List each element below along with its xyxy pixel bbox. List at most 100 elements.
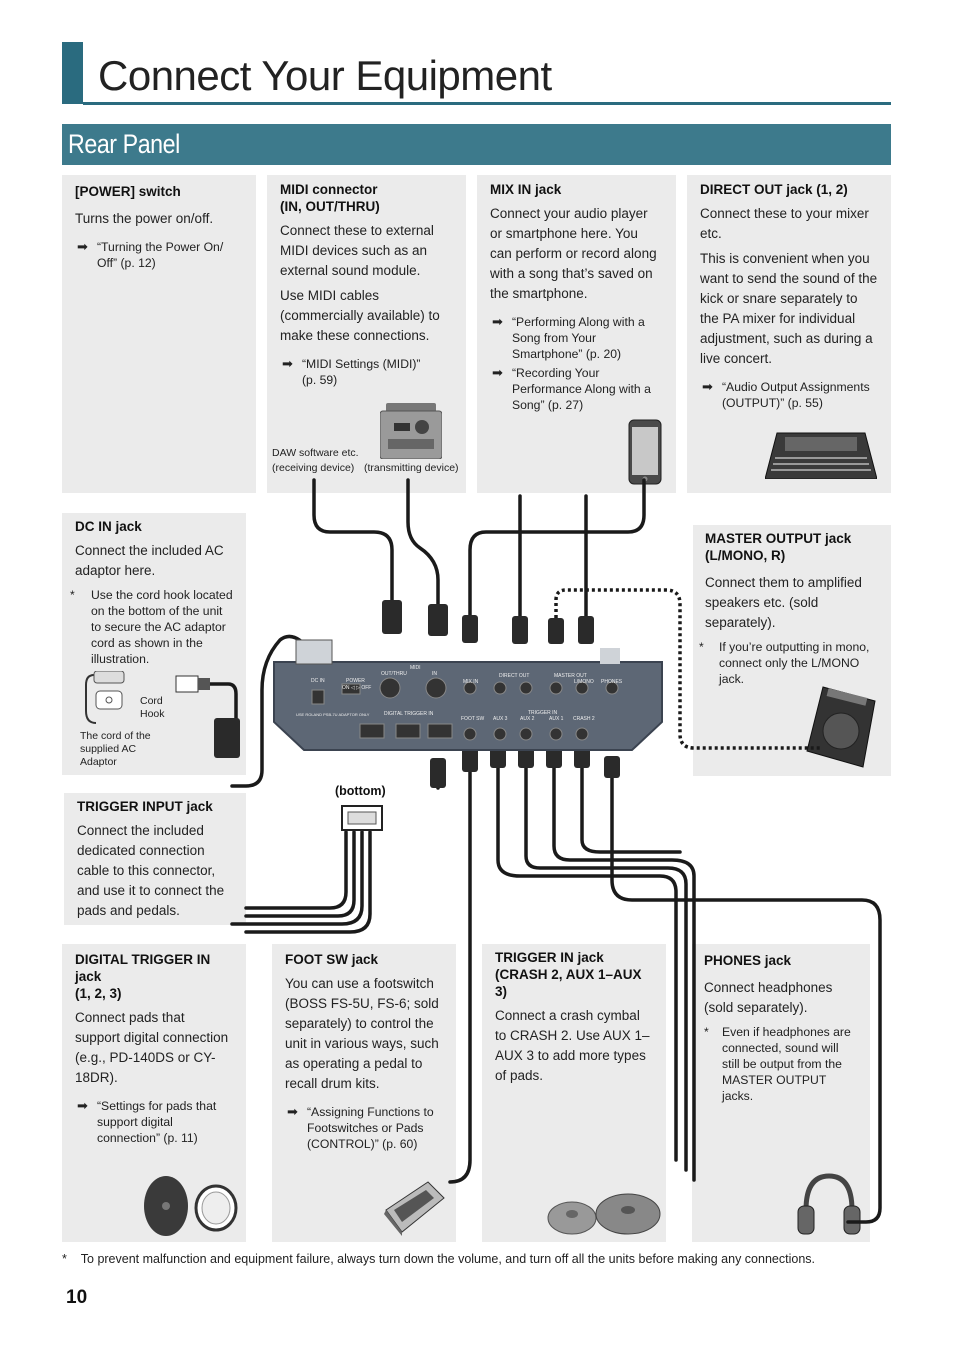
dcin-text: Connect the included AC adaptor here. [75, 543, 224, 578]
trigger-input-box: TRIGGER INPUT jack Connect the included … [64, 793, 246, 925]
mix-in-box: MIX IN jack Connect your audio player or… [477, 175, 676, 493]
footer-note: * To prevent malfunction and equipment f… [62, 1252, 815, 1266]
digital-pads-illustration [144, 1176, 238, 1236]
trigin-text: Connect a crash cymbal to CRASH 2. Use A… [495, 1008, 650, 1083]
foot-sw-box: FOOT SW jack You can use a footswitch (B… [272, 944, 456, 1242]
panel-label-phones: PHONES [601, 679, 623, 685]
midi-heading-sub: (IN, OUT/THRU) [280, 199, 380, 214]
mixin-text: Connect your audio player or smartphone … [490, 206, 657, 301]
direct-ref: ➡“Audio Output Assignments (OUTPUT)” (p.… [702, 379, 870, 410]
phones-heading: PHONES jack [704, 953, 792, 968]
arrow-icon: ➡ [77, 1098, 88, 1113]
master-note: *If you’re outputting in mono, connect o… [699, 640, 870, 686]
phones-text: Connect headphones (sold separately). [704, 980, 833, 1015]
dc-in-box: DC IN jack Connect the included AC adapt… [62, 513, 246, 775]
cord-hook-illustration [85, 671, 125, 724]
cymbal-pads-illustration [547, 1193, 661, 1235]
power-ref: ➡“Turning the Power On/ Off” (p. 12) [77, 239, 224, 270]
panel-label-adaptor: USE ROLAND PSB-7U ADAPTOR ONLY [296, 712, 370, 717]
section-band [62, 124, 891, 165]
midi-text-1: Connect these to external MIDI devices s… [280, 223, 434, 278]
power-text: Turns the power on/off. [75, 211, 214, 226]
page-number: 10 [66, 1287, 88, 1308]
direct-heading: DIRECT OUT jack (1, 2) [700, 182, 848, 197]
amp-speaker-illustration [806, 686, 876, 768]
panel-label-aux2: AUX 2 [520, 716, 535, 722]
panel-label-midi: MIDI [410, 665, 421, 671]
midi-box: MIDI connector (IN, OUT/THRU) Connect th… [267, 175, 466, 493]
trigin-heading-sub: (CRASH 2, AUX 1–AUX 3) [495, 967, 642, 999]
panel-label-outthru: OUT/THRU [381, 671, 407, 677]
panel-label-lmono: L/MONO [574, 679, 594, 685]
digital-trigger-box: DIGITAL TRIGGER IN jack (1, 2, 3) Connec… [62, 944, 246, 1242]
sound-module-illustration [380, 403, 442, 459]
direct-text-1: Connect these to your mixer etc. [700, 206, 869, 241]
headphones-illustration [797, 1173, 861, 1235]
footswitch-illustration [384, 1181, 445, 1236]
mixin-ref-2: ➡“Recording Your Performance Along with … [492, 365, 651, 412]
phones-box: PHONES jack Connect headphones (sold sep… [692, 944, 870, 1242]
panel-label-in: IN [432, 671, 437, 677]
panel-label-footsw: FOOT SW [461, 716, 485, 722]
arrow-icon: ➡ [287, 1104, 298, 1119]
transmit-label: (transmitting device) [364, 462, 459, 474]
panel-label-master: MASTER OUT [554, 673, 587, 679]
footsw-heading: FOOT SW jack [285, 952, 379, 967]
midi-text-2: Use MIDI cables (commercially available)… [280, 288, 440, 343]
page-title: Connect Your Equipment [98, 52, 552, 99]
dcin-heading: DC IN jack [75, 519, 142, 534]
mixin-heading: MIX IN jack [490, 182, 562, 197]
digital-text: Connect pads that support digital connec… [75, 1010, 229, 1085]
power-switch-box: [POWER] switch Turns the power on/off. ➡… [62, 175, 256, 493]
direct-text-2: This is convenient when you want to send… [700, 251, 878, 366]
section-title: Rear Panel [68, 129, 180, 159]
daw-label-sub: (receiving device) [272, 462, 355, 474]
panel-label-trigger: TRIGGER IN [528, 710, 558, 716]
arrow-icon: ➡ [492, 365, 503, 380]
title-accent-bar [62, 42, 83, 104]
arrow-icon: ➡ [492, 314, 503, 329]
panel-label-power: POWER [346, 678, 365, 684]
arrow-icon: ➡ [702, 379, 713, 394]
digital-ref: ➡“Settings for pads that support digital… [77, 1098, 217, 1145]
digital-heading-sub: (1, 2, 3) [75, 986, 122, 1001]
footsw-text: You can use a footswitch (BOSS FS-5U, FS… [285, 976, 439, 1091]
cord-hook-label-sub: Hook [140, 708, 165, 720]
trigger-in-box: TRIGGER IN jack (CRASH 2, AUX 1–AUX 3) C… [482, 944, 666, 1242]
master-heading-sub: (L/MONO, R) [705, 548, 786, 563]
cord-hook-label: Cord [140, 695, 163, 707]
master-text: Connect them to amplified speakers etc. … [705, 575, 862, 630]
panel-label-direct: DIRECT OUT [499, 673, 530, 679]
digital-heading: DIGITAL TRIGGER IN jack [75, 952, 211, 984]
master-heading: MASTER OUTPUT jack [705, 531, 852, 546]
adaptor-cord-label-3: Adaptor [80, 756, 117, 768]
adaptor-cord-label-2: supplied AC [80, 743, 137, 755]
midi-heading: MIDI connector [280, 182, 378, 197]
bottom-label: (bottom) [335, 784, 386, 798]
adaptor-cord-label: The cord of the [80, 730, 151, 742]
panel-label-mixin: MIX IN [463, 679, 479, 685]
power-heading: [POWER] switch [75, 184, 181, 199]
trigger-input-heading: TRIGGER INPUT jack [77, 799, 213, 814]
direct-out-box: DIRECT OUT jack (1, 2) Connect these to … [687, 175, 891, 493]
title-rule [83, 102, 891, 105]
panel-label-digital: DIGITAL TRIGGER IN [384, 711, 434, 717]
mixer-illustration [765, 432, 877, 479]
phones-note: *Even if headphones are connected, sound… [704, 1025, 851, 1103]
dcin-note: *Use the cord hook located on the bottom… [70, 588, 233, 666]
footsw-ref: ➡“Assigning Functions to Footswitches or… [287, 1104, 434, 1151]
midi-ref: ➡“MIDI Settings (MIDI)” (p. 59) [282, 356, 421, 387]
trigin-heading: TRIGGER IN jack [495, 950, 604, 965]
panel-label-aux3: AUX 3 [493, 716, 508, 722]
panel-label-dcin: DC IN [311, 678, 325, 684]
mixin-ref-1: ➡“Performing Along with a Song from Your… [492, 314, 645, 361]
arrow-icon: ➡ [282, 356, 293, 371]
panel-label-crash2: CRASH 2 [573, 716, 595, 722]
panel-label-onoff: ON ◁ ▷ OFF [342, 685, 372, 691]
arrow-icon: ➡ [77, 239, 88, 254]
master-output-box: MASTER OUTPUT jack (L/MONO, R) Connect t… [693, 525, 891, 776]
trigger-input-text: Connect the included dedicated connectio… [77, 823, 225, 918]
smartphone-illustration [628, 419, 662, 485]
daw-label: DAW software etc. [272, 447, 359, 459]
